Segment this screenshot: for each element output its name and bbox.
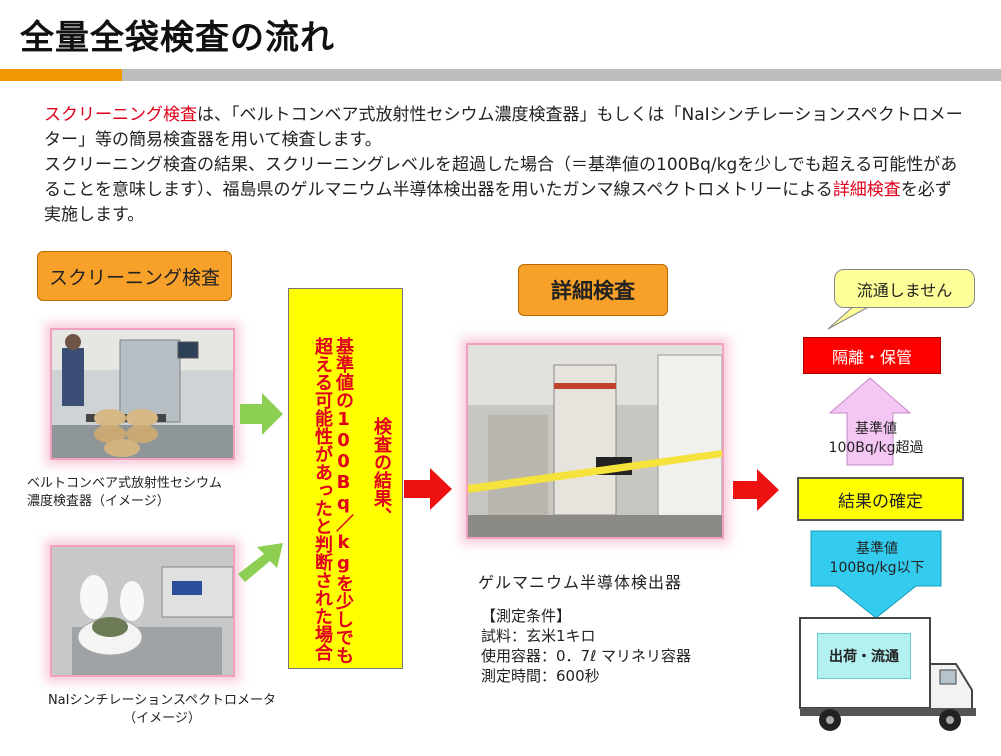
screening-label: スクリーニング検査 — [37, 251, 232, 301]
green-arrow-icon — [240, 393, 283, 435]
page-title: 全量全袋検査の流れ — [20, 18, 335, 58]
conditions-container: 使用容器：0．7ℓ マリネリ容器 — [481, 647, 692, 665]
germanium-caption: ゲルマニウム半導体検出器 — [478, 573, 683, 592]
pink-up-arrow-icon — [828, 377, 912, 466]
title-underline — [122, 69, 1001, 81]
nai-caption-line1: NaIシンチレーションスペクトロメータ — [47, 693, 277, 708]
detail-highlight: 詳細検査 — [832, 180, 901, 200]
cyan-down-arrow-icon — [810, 530, 942, 619]
shipment-distribution-label: 出荷・流通 — [817, 633, 911, 679]
intro-line2-end: を必ず実施します。 — [44, 180, 952, 225]
green-arrow-icon — [238, 543, 283, 582]
judgment-panel: 検査の結果、 基準値の100Bq／kgを少しでも超える可能性があったと判断された… — [288, 288, 403, 669]
germanium-detector-photo — [466, 343, 724, 539]
belt-conveyor-caption: ベルトコンベア式放射性セシウム 濃度検査器（イメージ） — [27, 475, 277, 511]
below-line2: 100Bq/kg以下 — [829, 560, 925, 576]
exceed-line1: 基準値 — [855, 421, 897, 437]
judgment-text-col1: 検査の結果、 — [371, 417, 392, 525]
judgment-text-col2: 基準値の100Bq／kgを少しでも超える可能性があったと判断された場合 — [312, 337, 354, 664]
belt-caption-line2: 濃度検査器（イメージ） — [27, 494, 170, 509]
below-limit-text: 基準値 100Bq/kg以下 — [812, 540, 942, 578]
intro-paragraph-1: スクリーニング検査は、「ベルトコンベア式放射性セシウム濃度検査器」もしくは「Na… — [44, 103, 964, 153]
intro-paragraph-2: スクリーニング検査の結果、スクリーニングレベルを超過した場合（＝基準値の100B… — [44, 153, 964, 228]
nai-caption-line2: （イメージ） — [123, 711, 201, 726]
red-arrow-icon — [733, 469, 779, 511]
callout-tail-icon — [827, 304, 873, 330]
belt-conveyor-photo — [50, 328, 235, 460]
nai-spectrometer-photo — [50, 545, 235, 677]
result-confirmation-box: 結果の確定 — [797, 477, 964, 521]
intro-line2-text: スクリーニング検査の結果、スクリーニングレベルを超過した場合（＝基準値の100B… — [44, 155, 958, 200]
intro-text: スクリーニング検査は、「ベルトコンベア式放射性セシウム濃度検査器」もしくは「Na… — [44, 103, 964, 228]
nai-caption: NaIシンチレーションスペクトロメータ （イメージ） — [27, 692, 297, 728]
below-line1: 基準値 — [856, 541, 898, 557]
title-underline-accent — [0, 69, 122, 81]
intro-line1-text: は、「ベルトコンベア式放射性セシウム濃度検査器」もしくは「NaIシンチレーション… — [44, 105, 963, 150]
red-arrow-icon — [404, 468, 452, 510]
not-distributed-callout: 流通しません — [834, 269, 975, 308]
screening-highlight: スクリーニング検査 — [44, 105, 197, 125]
exceed-line2: 100Bq/kg超過 — [828, 440, 924, 456]
detail-inspection-label: 詳細検査 — [518, 264, 668, 316]
conditions-time: 測定時間：600秒 — [481, 667, 600, 685]
isolation-storage-box: 隔離・保管 — [803, 337, 941, 374]
belt-caption-line1: ベルトコンベア式放射性セシウム — [27, 476, 223, 491]
conditions-heading: 【測定条件】 — [481, 607, 572, 625]
measurement-conditions: 【測定条件】 試料：玄米1キロ 使用容器：0．7ℓ マリネリ容器 測定時間：60… — [481, 606, 691, 686]
exceed-limit-text: 基準値 100Bq/kg超過 — [808, 420, 944, 458]
conditions-sample: 試料：玄米1キロ — [481, 627, 596, 645]
